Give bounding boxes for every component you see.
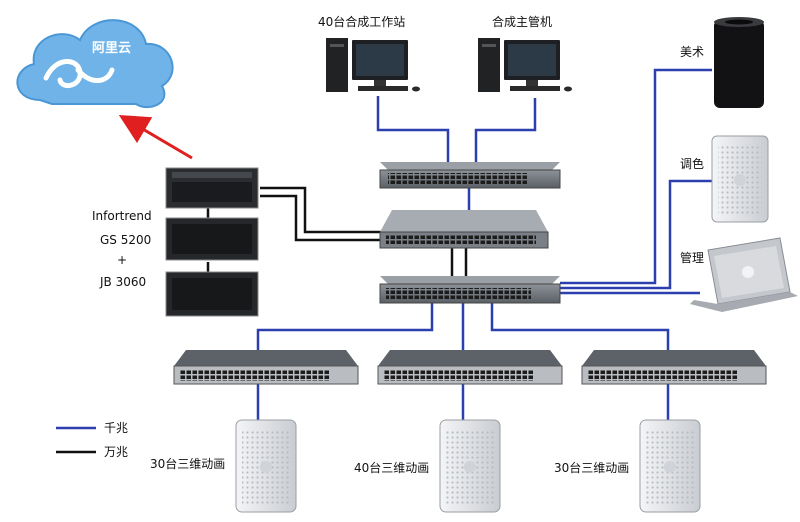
render-tower-3: [639, 419, 701, 513]
render-group-3-label: 30台三维动画: [554, 460, 629, 475]
storage-model-2: JB 3060: [99, 275, 146, 289]
link-color: [560, 179, 712, 290]
storage-array: [165, 167, 259, 317]
mac-pro-cylinder: [714, 17, 764, 108]
keyboard-icon: [510, 86, 560, 91]
aliyun-logo-icon: [43, 59, 115, 89]
tower-icon: [478, 38, 500, 92]
access-switch-1: [173, 350, 359, 385]
workstations-label: 40台合成工作站: [318, 14, 405, 29]
storage-brand: Infortrend: [92, 209, 152, 223]
link-storage-a: [260, 186, 392, 234]
client-art-label: 美术: [680, 45, 704, 59]
link-art: [560, 68, 712, 285]
master-label: 合成主管机: [492, 14, 552, 29]
core-switch: [379, 210, 549, 249]
macbook: [690, 237, 798, 312]
tower-icon: [326, 38, 348, 92]
aggregation-switch: [379, 276, 561, 304]
gigabit-links: [256, 68, 712, 420]
access-switch-3: [581, 350, 767, 385]
render-group-2-label: 40台三维动画: [354, 460, 429, 475]
workstations-pc: [326, 38, 420, 92]
storage-model-1: GS 5200: [100, 233, 151, 247]
client-color-label: 调色: [680, 157, 704, 171]
legend: 千兆 万兆: [56, 421, 128, 459]
legend-ten-gigabit-label: 万兆: [104, 445, 128, 459]
storage-plus: +: [117, 253, 127, 267]
link-storage-b: [260, 194, 392, 242]
access-switch-2: [377, 350, 563, 385]
master-pc: [478, 38, 572, 92]
client-admin-label: 管理: [680, 250, 704, 265]
top-switch: [379, 162, 561, 189]
link-access-3: [490, 303, 670, 350]
mac-pro-tower-color: [711, 135, 769, 223]
keyboard-icon: [358, 86, 408, 91]
link-access-1: [256, 303, 434, 350]
legend-gigabit-label: 千兆: [104, 421, 128, 435]
link-master: [474, 98, 537, 162]
render-group-1-label: 30台三维动画: [150, 456, 225, 471]
mac-pro-icon: [714, 20, 764, 108]
cloud-icon: [16, 19, 174, 109]
render-tower-1: [235, 419, 297, 513]
cloud-arrow: [118, 114, 193, 160]
links: [118, 68, 712, 420]
ten-gigabit-links: [206, 186, 468, 276]
cloud-label: 阿里云: [92, 41, 131, 56]
link-workstations: [376, 96, 450, 162]
aliyun-cloud: 阿里云: [16, 19, 174, 109]
render-tower-2: [439, 419, 501, 513]
